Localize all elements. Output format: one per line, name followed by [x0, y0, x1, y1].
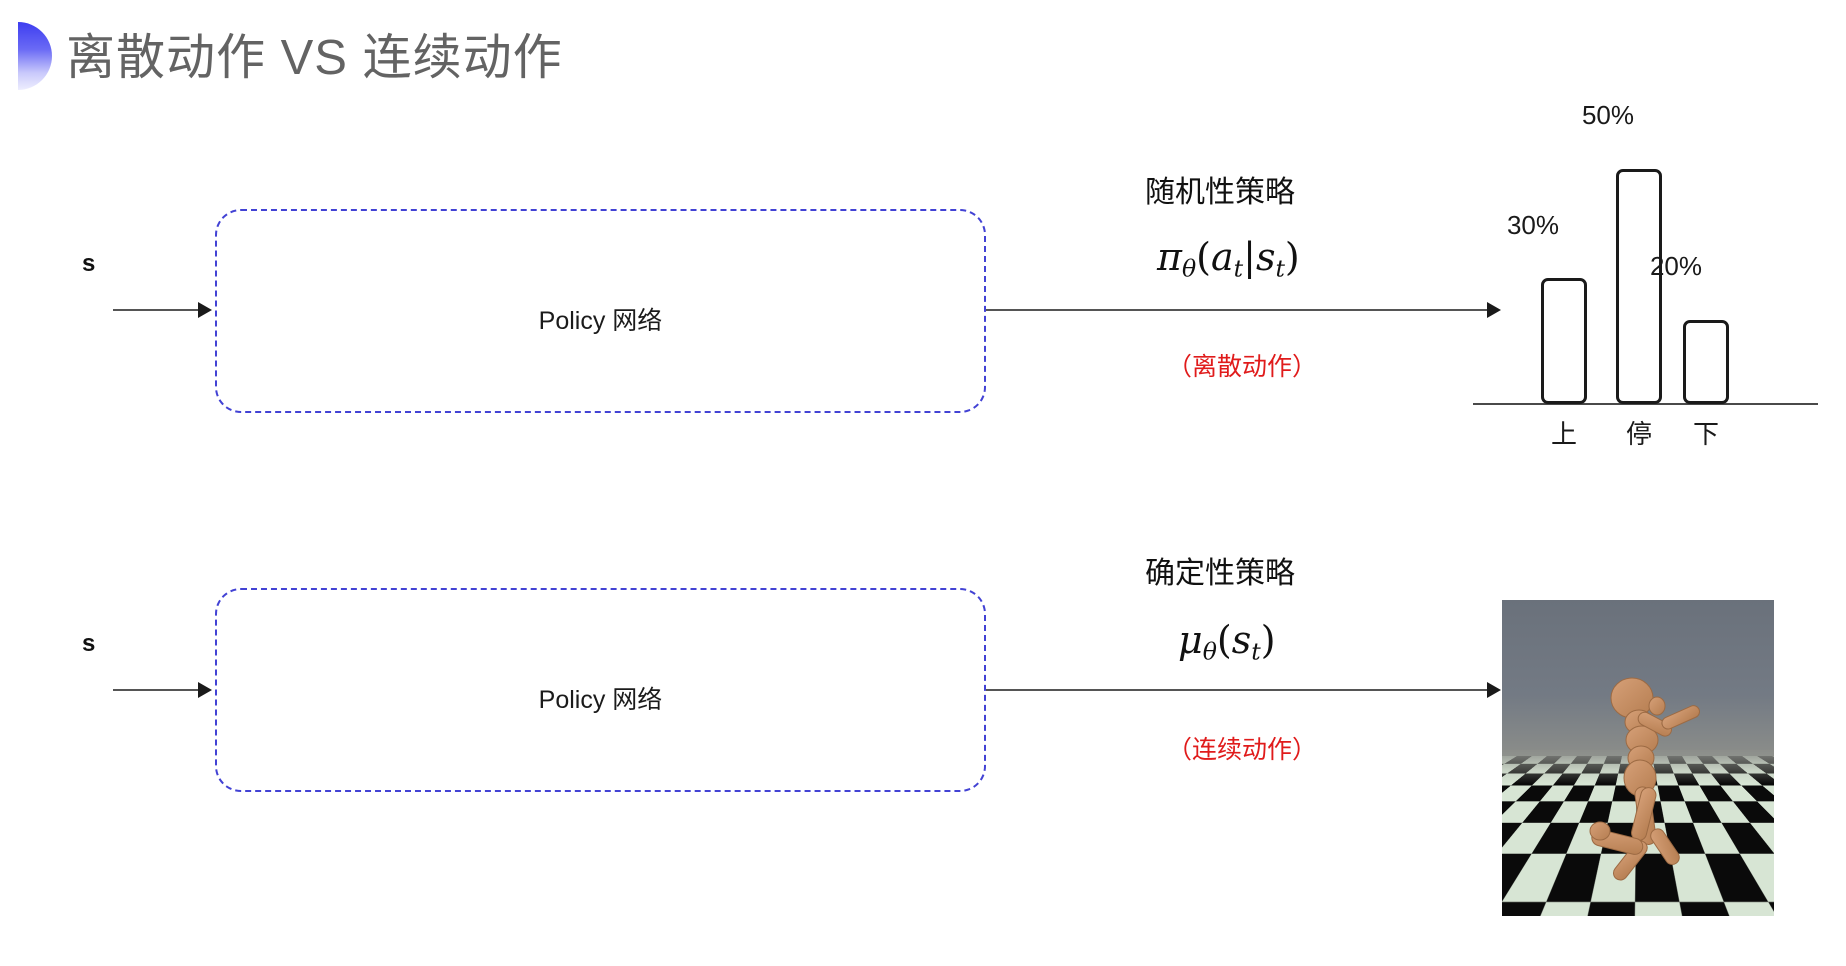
output-arrow-head-continuous [1487, 682, 1501, 698]
policy-network-label-continuous: Policy 网络 [538, 686, 663, 714]
formula-arg-a: a [1211, 235, 1234, 279]
formula-conditional-bar: | [1243, 235, 1256, 279]
bar-0 [1541, 278, 1587, 404]
formula-subscript-theta-2: θ [1202, 637, 1217, 666]
bar-category-0: 上 [1550, 419, 1577, 449]
output-arrow-line-discrete [986, 309, 1490, 311]
title-accent-shape [18, 22, 52, 90]
output-arrow-head-discrete [1487, 302, 1501, 318]
formula-close-paren-2: ) [1260, 618, 1276, 662]
formula-open-paren-2: ( [1216, 618, 1232, 662]
policy-network-label-discrete: Policy 网络 [538, 307, 663, 335]
bar-2 [1683, 320, 1729, 404]
policy-network-box-discrete[interactable]: Policy 网络 [215, 209, 986, 413]
policy-type-label-discrete: 随机性策略 [1145, 176, 1295, 209]
policy-formula-discrete: πθ(at|st) [1157, 235, 1300, 283]
formula-close-paren: ) [1284, 235, 1300, 279]
input-label-discrete: s [82, 250, 96, 277]
formula-arg-s2: s [1231, 618, 1252, 662]
output-arrow-line-continuous [986, 689, 1490, 691]
policy-formula-continuous: μθ(st) [1178, 618, 1276, 666]
action-probability-bar-chart: 30% 上 50% 停 20% 下 [1465, 95, 1825, 449]
bar-value-1: 50% [1581, 100, 1635, 130]
action-type-note-discrete: （离散动作） [1167, 353, 1318, 381]
formula-symbol-mu: μ [1178, 618, 1203, 662]
page-title: 离散动作 VS 连续动作 [66, 31, 563, 85]
input-label-continuous: s [82, 630, 96, 657]
bar-category-1: 停 [1625, 419, 1652, 449]
formula-open-paren: ( [1196, 235, 1211, 279]
input-arrow-head-discrete [198, 302, 212, 318]
input-arrow-line-discrete [113, 309, 201, 311]
input-arrow-line-continuous [113, 689, 201, 691]
formula-arg-a-sub: t [1233, 254, 1244, 283]
chart-x-axis [1473, 403, 1818, 405]
bar-value-2: 20% [1649, 251, 1703, 281]
bar-value-0: 30% [1506, 210, 1560, 240]
humanoid-figure [1589, 677, 1701, 881]
formula-arg-s2-sub: t [1251, 637, 1261, 666]
input-arrow-head-continuous [198, 682, 212, 698]
action-type-note-continuous: （连续动作） [1167, 736, 1318, 764]
policy-network-box-continuous[interactable]: Policy 网络 [215, 588, 986, 792]
humanoid-simulation-image [1502, 600, 1774, 916]
formula-symbol-pi: π [1157, 235, 1182, 279]
policy-type-label-continuous: 确定性策略 [1145, 557, 1295, 590]
bar-1 [1616, 169, 1662, 404]
formula-arg-s-sub: t [1275, 254, 1285, 283]
formula-subscript-theta: θ [1181, 254, 1197, 283]
bar-category-2: 下 [1692, 419, 1719, 449]
formula-arg-s: s [1255, 235, 1276, 279]
